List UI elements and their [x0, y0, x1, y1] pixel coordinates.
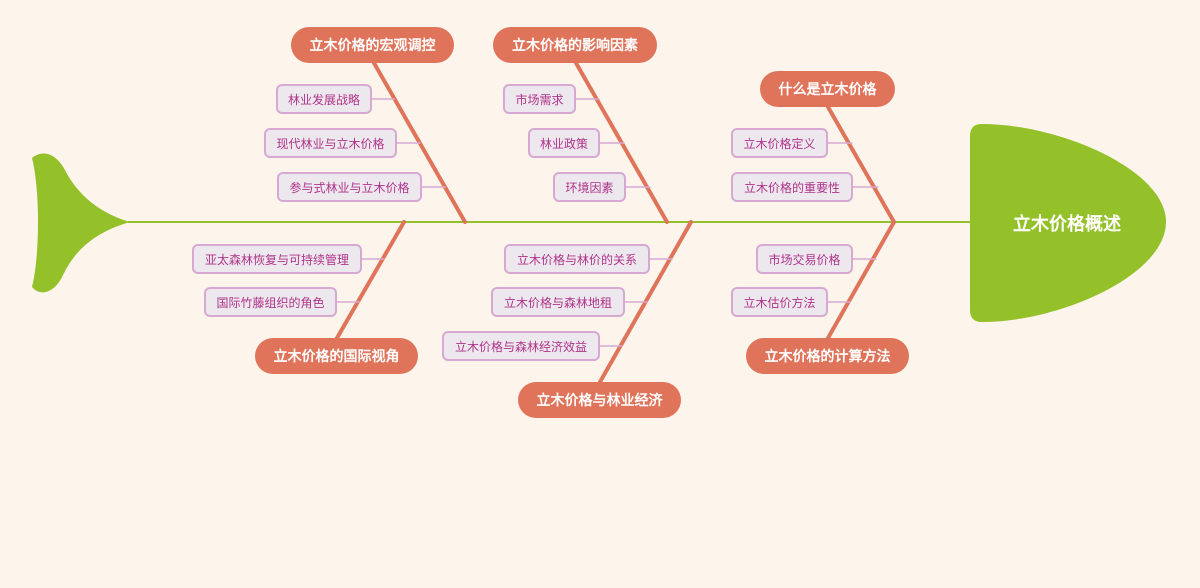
leaf-item[interactable]: 立木价格与森林地租 [491, 287, 625, 317]
leaf-item[interactable]: 市场交易价格 [756, 244, 853, 274]
leaf-item[interactable]: 林业政策 [528, 128, 600, 158]
fish-head[interactable] [970, 124, 1166, 322]
leaf-item[interactable]: 立木价格的重要性 [731, 172, 853, 202]
leaf-item[interactable]: 立木估价方法 [731, 287, 828, 317]
leaf-item[interactable]: 环境因素 [553, 172, 626, 202]
fish-tail [32, 153, 130, 293]
branch-label[interactable]: 立木价格的国际视角 [255, 338, 418, 374]
leaf-item[interactable]: 立木价格与森林经济效益 [442, 331, 600, 361]
leaf-item[interactable]: 林业发展战略 [276, 84, 372, 114]
branch-label[interactable]: 立木价格的影响因素 [493, 27, 657, 63]
root-title[interactable]: 立木价格概述 [1013, 214, 1121, 235]
bone-line [826, 105, 896, 224]
leaf-item[interactable]: 亚太森林恢复与可持续管理 [192, 244, 362, 274]
bone-line [335, 220, 406, 340]
leaf-item[interactable]: 现代林业与立木价格 [264, 128, 397, 158]
leaf-item[interactable]: 市场需求 [503, 84, 576, 114]
leaf-item[interactable]: 立木价格与林价的关系 [504, 244, 650, 274]
branch-label[interactable]: 立木价格的计算方法 [746, 338, 909, 374]
branch-label[interactable]: 立木价格的宏观调控 [291, 27, 454, 63]
branch-label[interactable]: 立木价格与林业经济 [518, 382, 681, 418]
bone-line [826, 220, 896, 340]
leaf-item[interactable]: 国际竹藤组织的角色 [204, 287, 337, 317]
branch-label[interactable]: 什么是立木价格 [760, 71, 895, 107]
leaf-item[interactable]: 立木价格定义 [731, 128, 828, 158]
leaf-item[interactable]: 参与式林业与立木价格 [277, 172, 422, 202]
